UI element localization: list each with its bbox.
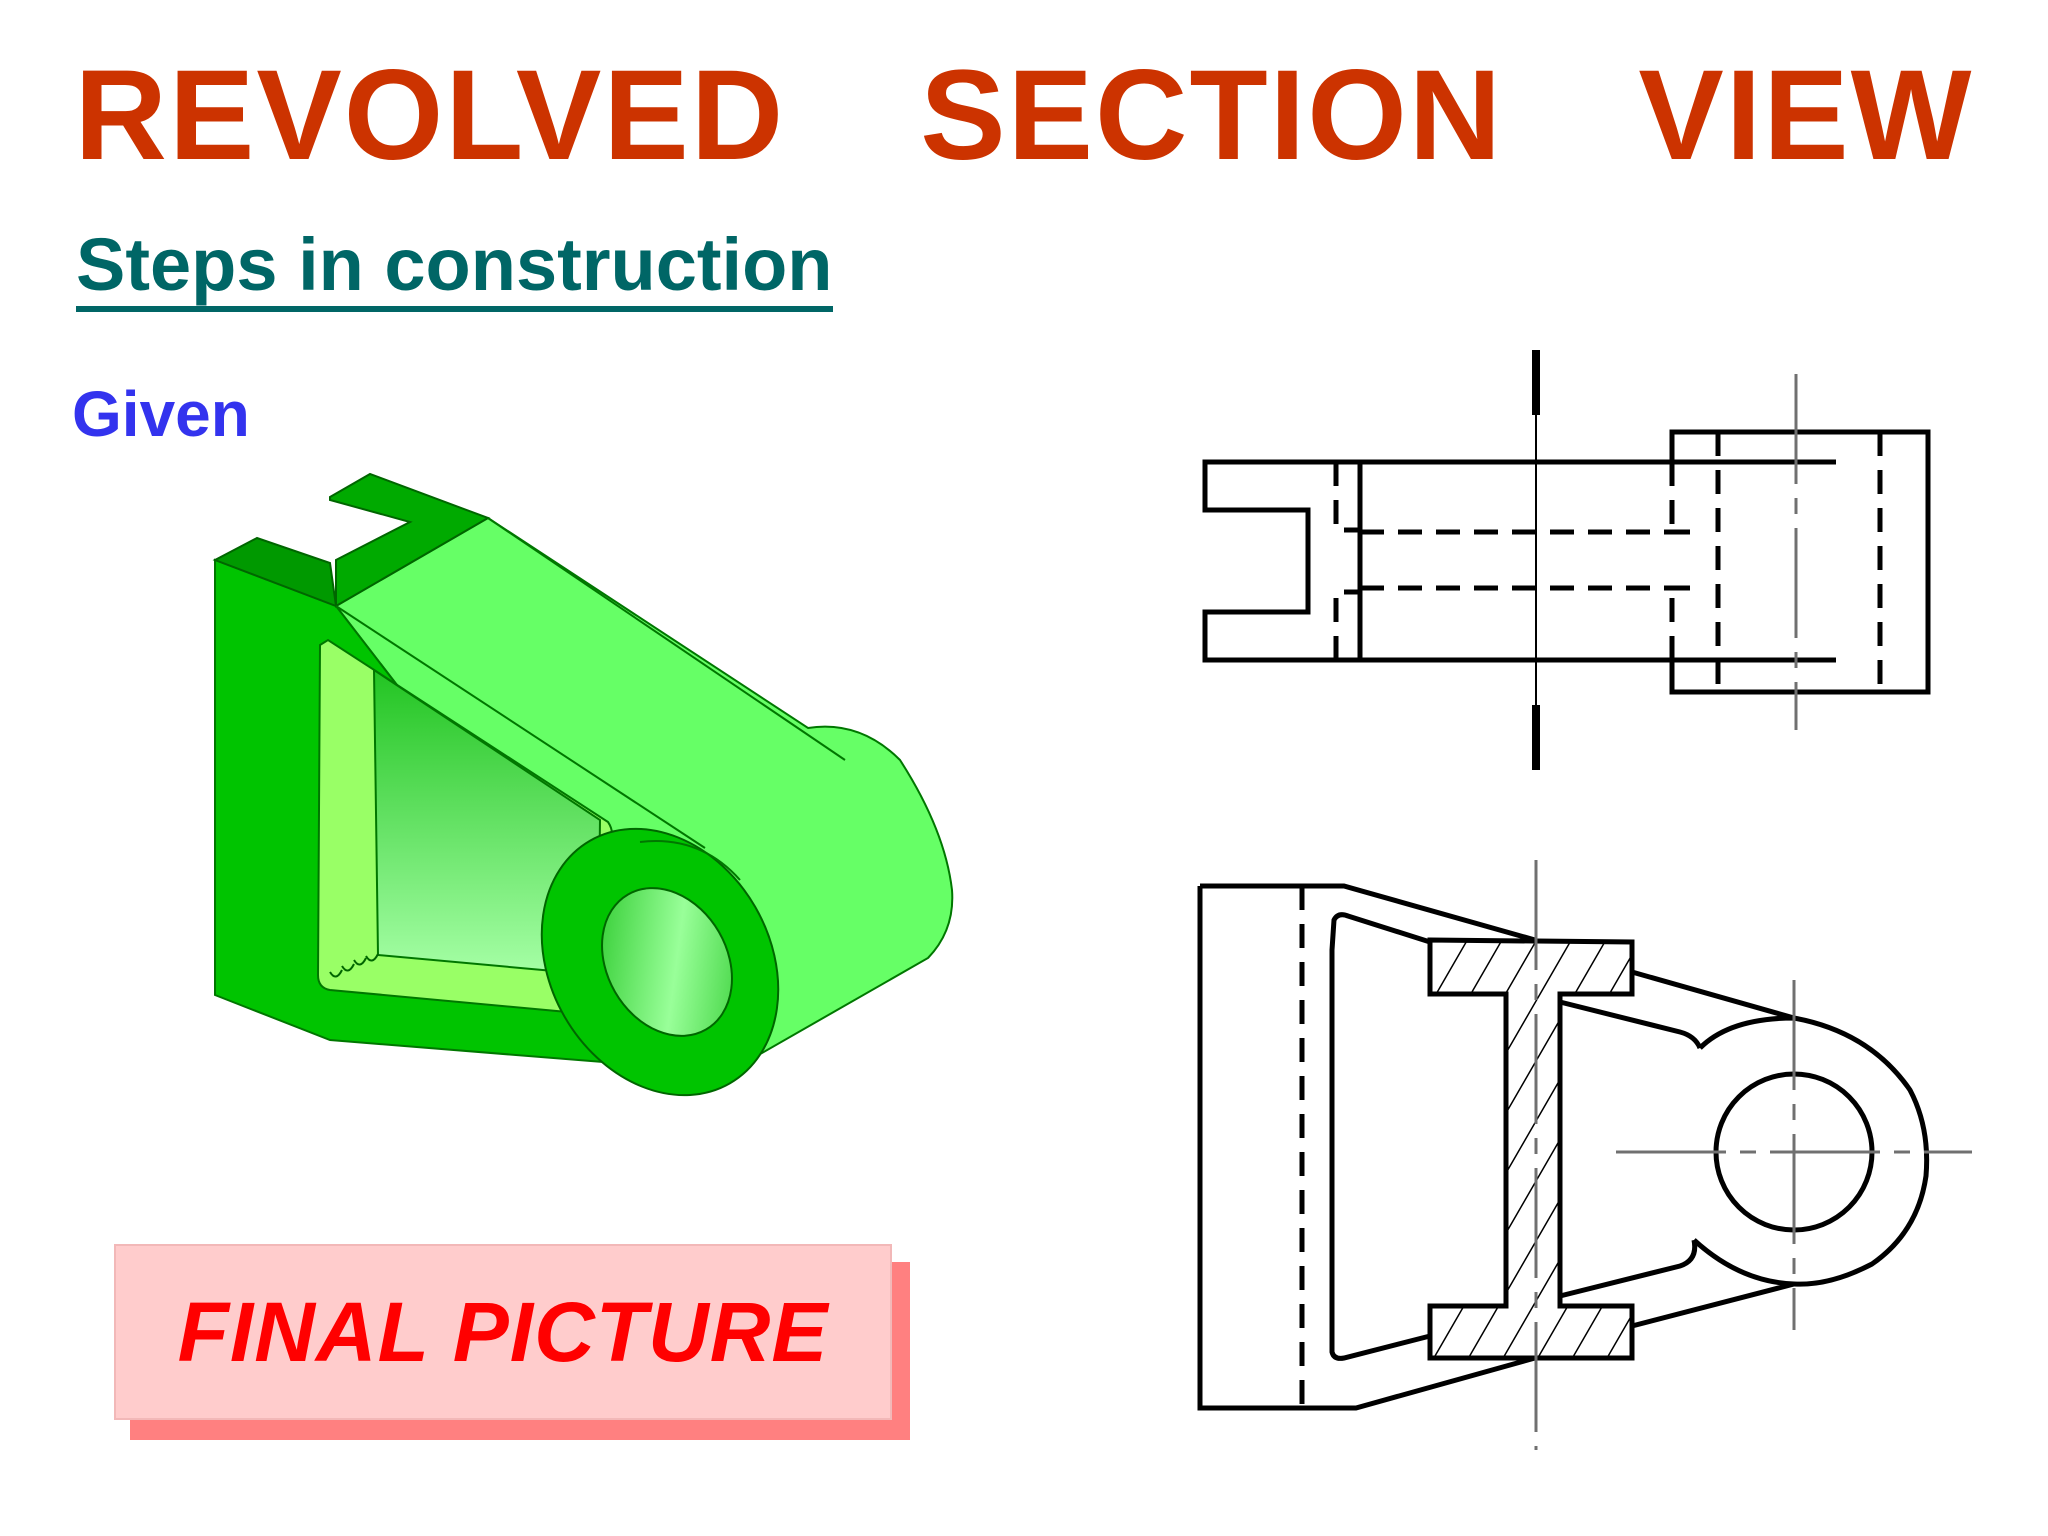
boss-bore [601, 887, 733, 1037]
final-picture-label: FINAL PICTURE [177, 1284, 829, 1379]
top-face [334, 516, 954, 1075]
page-title: REVOLVED SECTION VIEW [74, 44, 1974, 187]
final-picture-button[interactable]: FINAL PICTURE [114, 1244, 892, 1420]
steps-heading: Steps in construction [76, 228, 833, 312]
given-label: Given [72, 378, 250, 450]
slot-top [212, 536, 338, 608]
slot-back [329, 472, 491, 608]
